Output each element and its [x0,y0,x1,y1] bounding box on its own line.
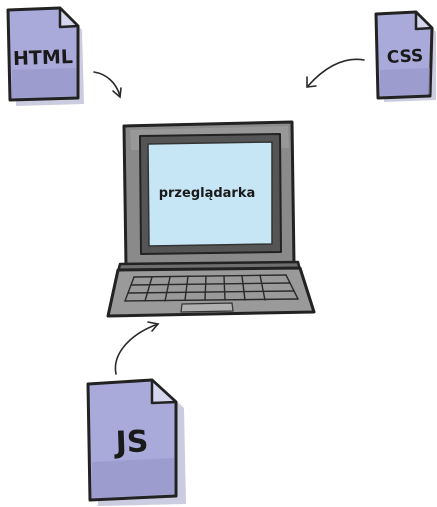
html-file-fold [58,6,80,29]
html-file: HTML [6,6,84,106]
browser-screen [147,141,273,247]
html-file-label: HTML [13,46,74,70]
browser-label: przeglądarka [159,186,256,201]
laptop: przeglądarka [106,120,316,318]
js-file-label: JS [113,424,149,460]
keyboard [124,274,299,302]
html-file-shade [12,68,76,98]
arrow-css-to-browser [306,58,365,88]
js-file: JS [86,378,186,506]
arrow-html-to-browser [93,71,122,99]
laptop-touchpad [180,302,234,313]
js-file-shade [92,458,174,498]
arrow-js-to-browser [114,321,160,375]
css-file-shade [380,68,430,96]
js-file-fold [150,378,178,405]
css-file-label: CSS [386,46,424,68]
css-file-fold [414,10,434,31]
css-file: CSS [374,10,436,102]
